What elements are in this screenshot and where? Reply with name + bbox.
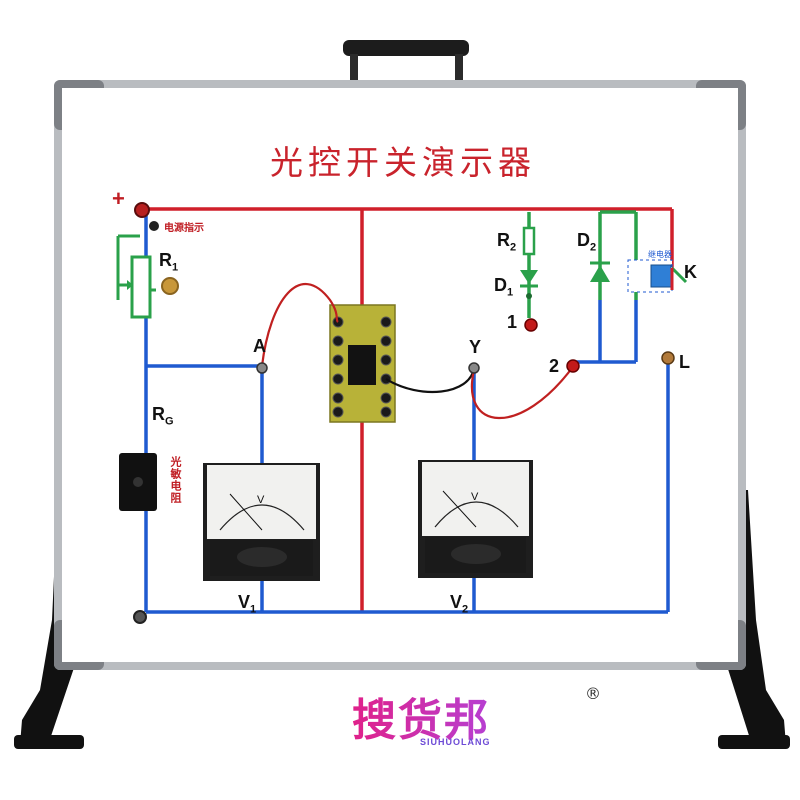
voltmeter-v2 bbox=[418, 460, 533, 578]
patch-wires bbox=[260, 283, 576, 419]
label-terminal-2: 2 bbox=[549, 356, 560, 376]
label-d2: D2 bbox=[577, 230, 597, 254]
watermark-latin: SIUHUOLANG bbox=[420, 737, 491, 747]
photoresistor-label: 光敏电阻 bbox=[169, 456, 182, 504]
terminal-1[interactable] bbox=[524, 318, 538, 332]
photoresistor-rg bbox=[119, 453, 157, 511]
watermark-logo: 搜货邦 bbox=[352, 684, 602, 746]
potentiometer-knob[interactable] bbox=[161, 277, 179, 295]
power-terminal-plus[interactable] bbox=[134, 202, 150, 218]
label-a: A bbox=[253, 336, 266, 356]
meter-v2-unit: V bbox=[471, 491, 479, 503]
label-y: Y bbox=[469, 337, 482, 357]
led-d1 bbox=[520, 270, 538, 299]
resistor-r2 bbox=[522, 226, 536, 256]
ground-terminal[interactable] bbox=[133, 610, 147, 624]
carry-handle bbox=[343, 40, 469, 80]
label-terminal-1: 1 bbox=[507, 312, 518, 332]
power-indicator-label: 电源指示 bbox=[164, 223, 204, 234]
label-r2: R2 bbox=[497, 230, 517, 254]
diode-d2 bbox=[590, 261, 610, 282]
relay-label: 继电器 bbox=[648, 250, 672, 259]
label-rg: RG bbox=[152, 404, 174, 428]
label-k: K bbox=[684, 262, 697, 282]
terminal-y[interactable] bbox=[468, 362, 480, 374]
label-d1: D1 bbox=[494, 275, 514, 299]
label-v1: V1 bbox=[238, 592, 257, 616]
registered-mark: ® bbox=[585, 684, 601, 703]
terminal-a[interactable] bbox=[256, 362, 268, 374]
power-indicator-led bbox=[149, 221, 159, 231]
plus-sign: + bbox=[112, 186, 125, 211]
ic-breakout-board bbox=[329, 304, 396, 423]
label-l: L bbox=[679, 352, 690, 372]
meter-v1-unit: V bbox=[257, 494, 265, 506]
terminal-2[interactable] bbox=[566, 359, 580, 373]
potentiometer-r1 bbox=[116, 234, 156, 319]
label-r1: R1 bbox=[159, 250, 179, 274]
relay-module bbox=[627, 259, 688, 293]
voltmeter-v1 bbox=[203, 463, 320, 581]
board-title: 光控开关演示器 bbox=[270, 143, 536, 182]
label-v2: V2 bbox=[450, 592, 469, 616]
terminal-l[interactable] bbox=[661, 351, 675, 365]
